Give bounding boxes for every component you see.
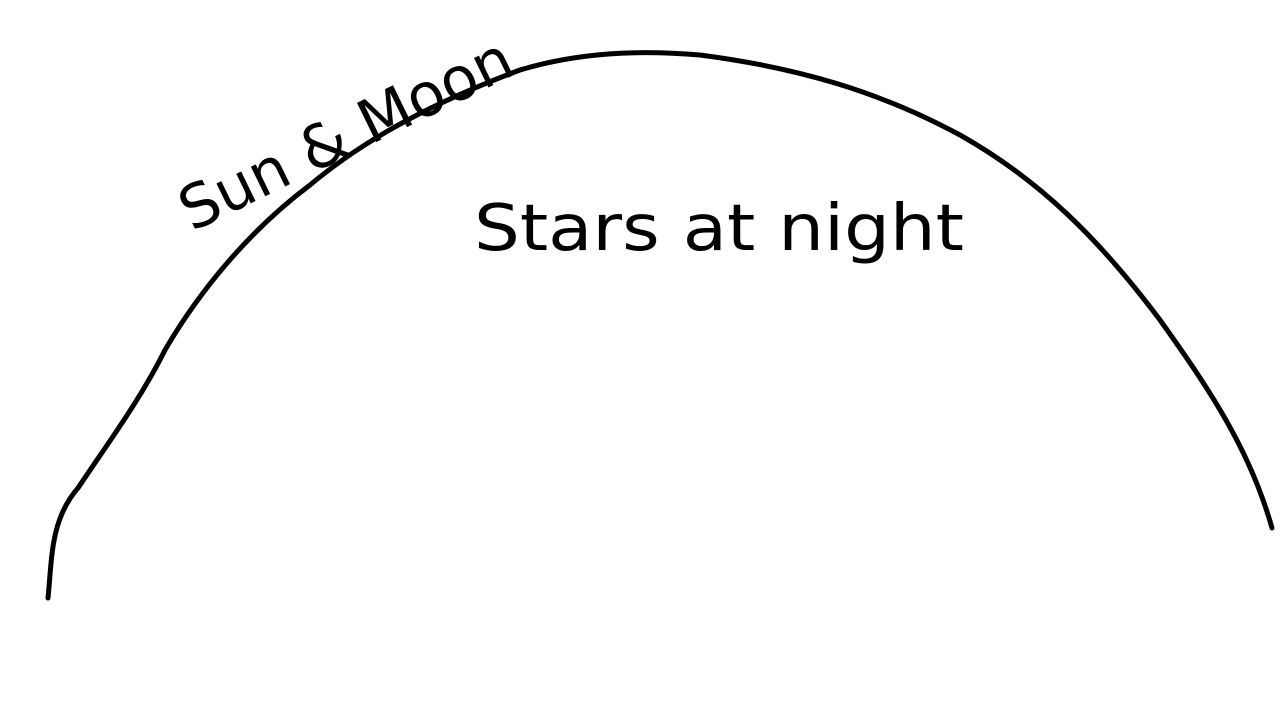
- sun-moon-label: Sun & Moon: [168, 24, 524, 246]
- sky-dome-arc: [45, 50, 1275, 601]
- stars-at-night-label: Stars at night: [474, 192, 964, 266]
